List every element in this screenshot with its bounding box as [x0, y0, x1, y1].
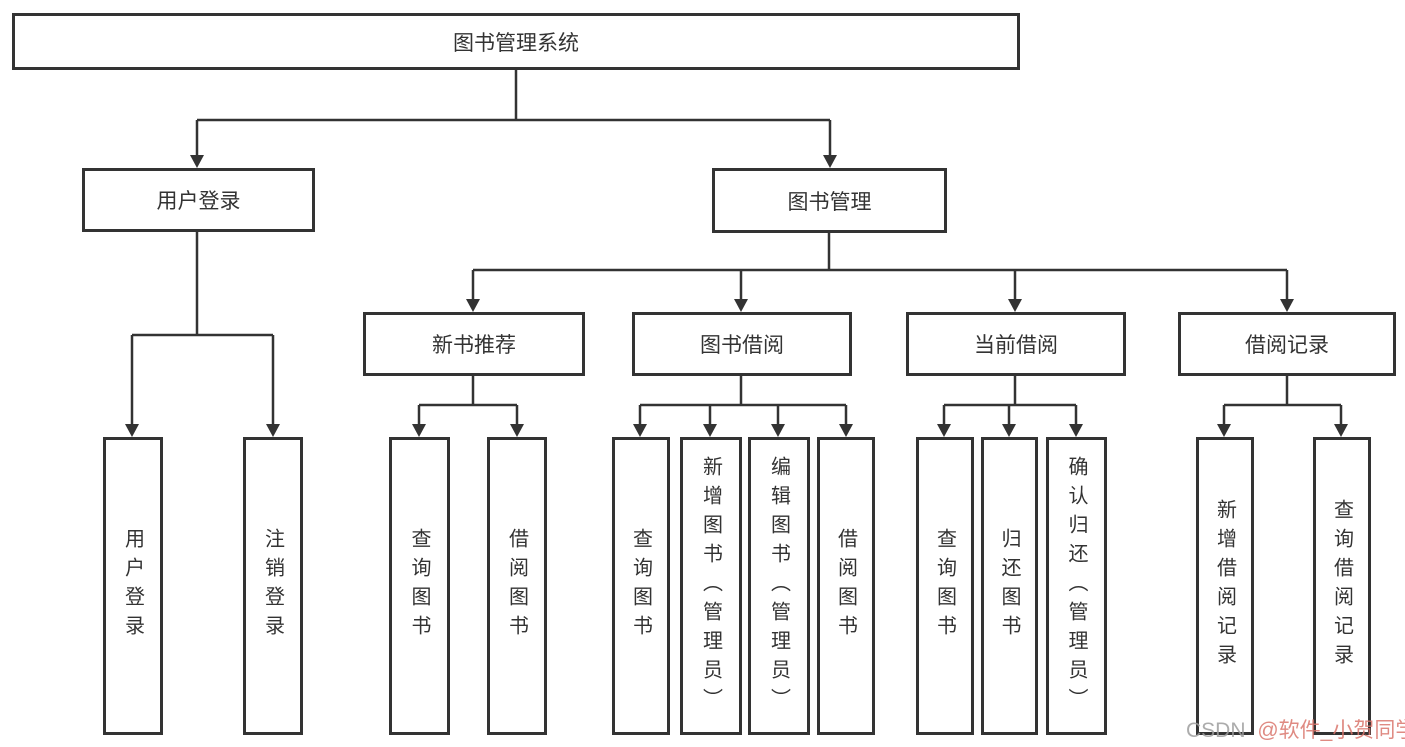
node-leaf-borrow-add-books-admin: 新增图书（管理员） [680, 437, 742, 735]
watermark-site: CSDN [1186, 719, 1246, 742]
node-leaf-records-add-record: 新增借阅记录 [1196, 437, 1254, 735]
node-leaf-logout: 注销登录 [243, 437, 303, 735]
watermark-username: @软件_小贺同学 [1257, 719, 1405, 742]
node-leaf-current-confirm-return-admin: 确认归还（管理员） [1046, 437, 1107, 735]
node-book-borrowing: 图书借阅 [632, 312, 852, 376]
node-book-management: 图书管理 [712, 168, 947, 233]
node-borrowing-records: 借阅记录 [1178, 312, 1396, 376]
node-leaf-current-query-books: 查询图书 [916, 437, 974, 735]
node-leaf-records-query-record: 查询借阅记录 [1313, 437, 1371, 735]
node-leaf-rec-query-books: 查询图书 [389, 437, 450, 735]
node-library-management-system: 图书管理系统 [12, 13, 1020, 70]
node-leaf-rec-borrow-books: 借阅图书 [487, 437, 547, 735]
node-leaf-borrow-query-books: 查询图书 [612, 437, 670, 735]
node-current-borrowing: 当前借阅 [906, 312, 1126, 376]
node-leaf-borrow-borrow-books: 借阅图书 [817, 437, 875, 735]
node-leaf-borrow-edit-books-admin: 编辑图书（管理员） [748, 437, 810, 735]
node-leaf-user-login: 用户登录 [103, 437, 163, 735]
node-new-book-recommendation: 新书推荐 [363, 312, 585, 376]
node-user-login: 用户登录 [82, 168, 315, 232]
node-leaf-current-return-books: 归还图书 [981, 437, 1038, 735]
watermark: CSDN @软件_小贺同学 [1186, 714, 1405, 744]
